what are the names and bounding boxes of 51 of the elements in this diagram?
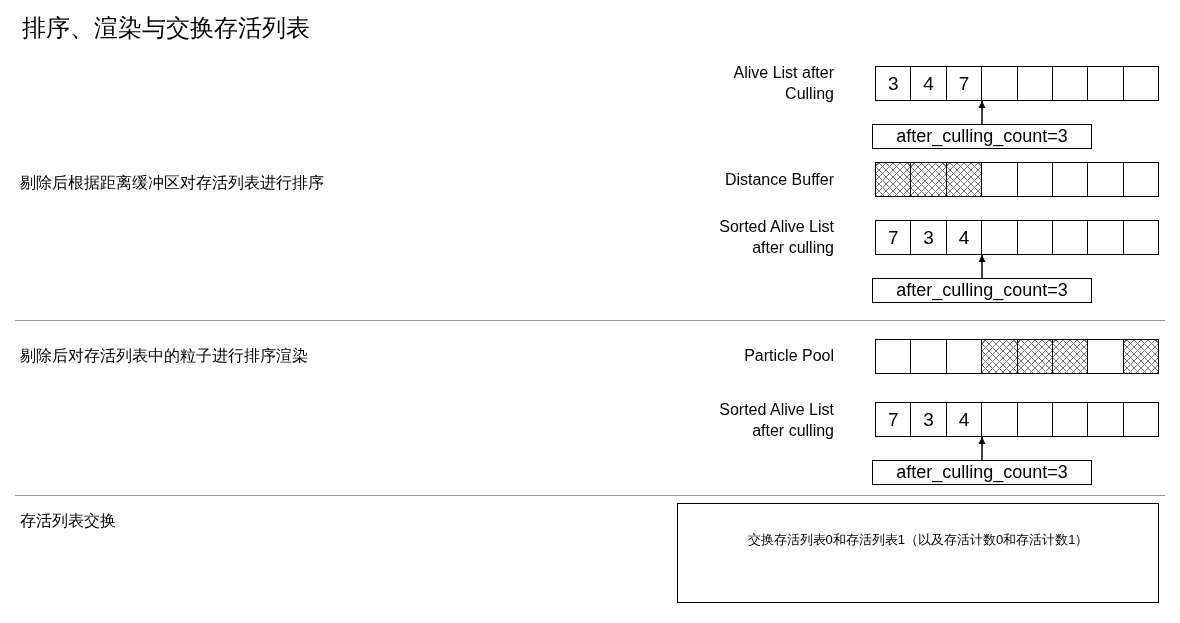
counter-box: after_culling_count=3	[872, 460, 1092, 485]
array-cell	[1087, 220, 1124, 255]
array-cell	[1087, 339, 1124, 374]
array-cell	[1052, 66, 1089, 101]
hatched-array-cell	[981, 339, 1018, 374]
hatched-array-cell	[875, 162, 912, 197]
row-label: Sorted Alive List after culling	[718, 217, 834, 258]
section-label: 剔除后根据距离缓冲区对存活列表进行排序	[20, 173, 325, 193]
section-label: 存活列表交换	[20, 511, 117, 531]
array-cell	[1122, 220, 1160, 255]
array-cell	[1016, 162, 1053, 197]
arrow	[978, 100, 986, 125]
array-cell	[981, 402, 1018, 437]
array-cell	[1052, 162, 1089, 197]
hatched-array-cell	[1052, 339, 1089, 374]
row-label: Alive List after Culling	[732, 63, 834, 104]
array-cell	[1052, 220, 1089, 255]
counter-box: after_culling_count=3	[872, 278, 1092, 303]
hatched-array-cell	[910, 162, 947, 197]
array-cell	[1016, 220, 1053, 255]
array-cell: 7	[875, 402, 912, 437]
array-cell	[1087, 402, 1124, 437]
array-cell	[875, 339, 912, 374]
array-cell	[981, 220, 1018, 255]
note-box: 交换存活列表0和存活列表1（以及存活计数0和存活计数1）	[677, 503, 1159, 603]
array-cell	[910, 339, 947, 374]
hatched-array-cell	[1122, 339, 1160, 374]
row-label: Particle Pool	[743, 346, 834, 366]
array-cell	[1087, 66, 1124, 101]
array-cell	[1122, 66, 1160, 101]
arrow	[978, 436, 986, 461]
array-cell: 7	[875, 220, 912, 255]
array-cell	[981, 66, 1018, 101]
arrow	[978, 254, 986, 279]
title: 排序、渲染与交换存活列表	[22, 13, 310, 43]
array-cell	[1087, 162, 1124, 197]
array-cell	[1122, 402, 1160, 437]
hatched-array-cell	[1016, 339, 1053, 374]
array-cell: 3	[910, 220, 947, 255]
array-cell	[1052, 402, 1089, 437]
array-cell	[981, 162, 1018, 197]
row-label: Distance Buffer	[723, 170, 834, 190]
row-label: Sorted Alive List after culling	[718, 400, 834, 441]
array-cell: 4	[910, 66, 947, 101]
array-cell: 3	[875, 66, 912, 101]
array-cell	[1016, 66, 1053, 101]
array-cell: 3	[910, 402, 947, 437]
array-cell	[1016, 402, 1053, 437]
counter-box: after_culling_count=3	[872, 124, 1092, 149]
section-label: 剔除后对存活列表中的粒子进行排序渲染	[20, 346, 309, 366]
array-cell	[1122, 162, 1160, 197]
